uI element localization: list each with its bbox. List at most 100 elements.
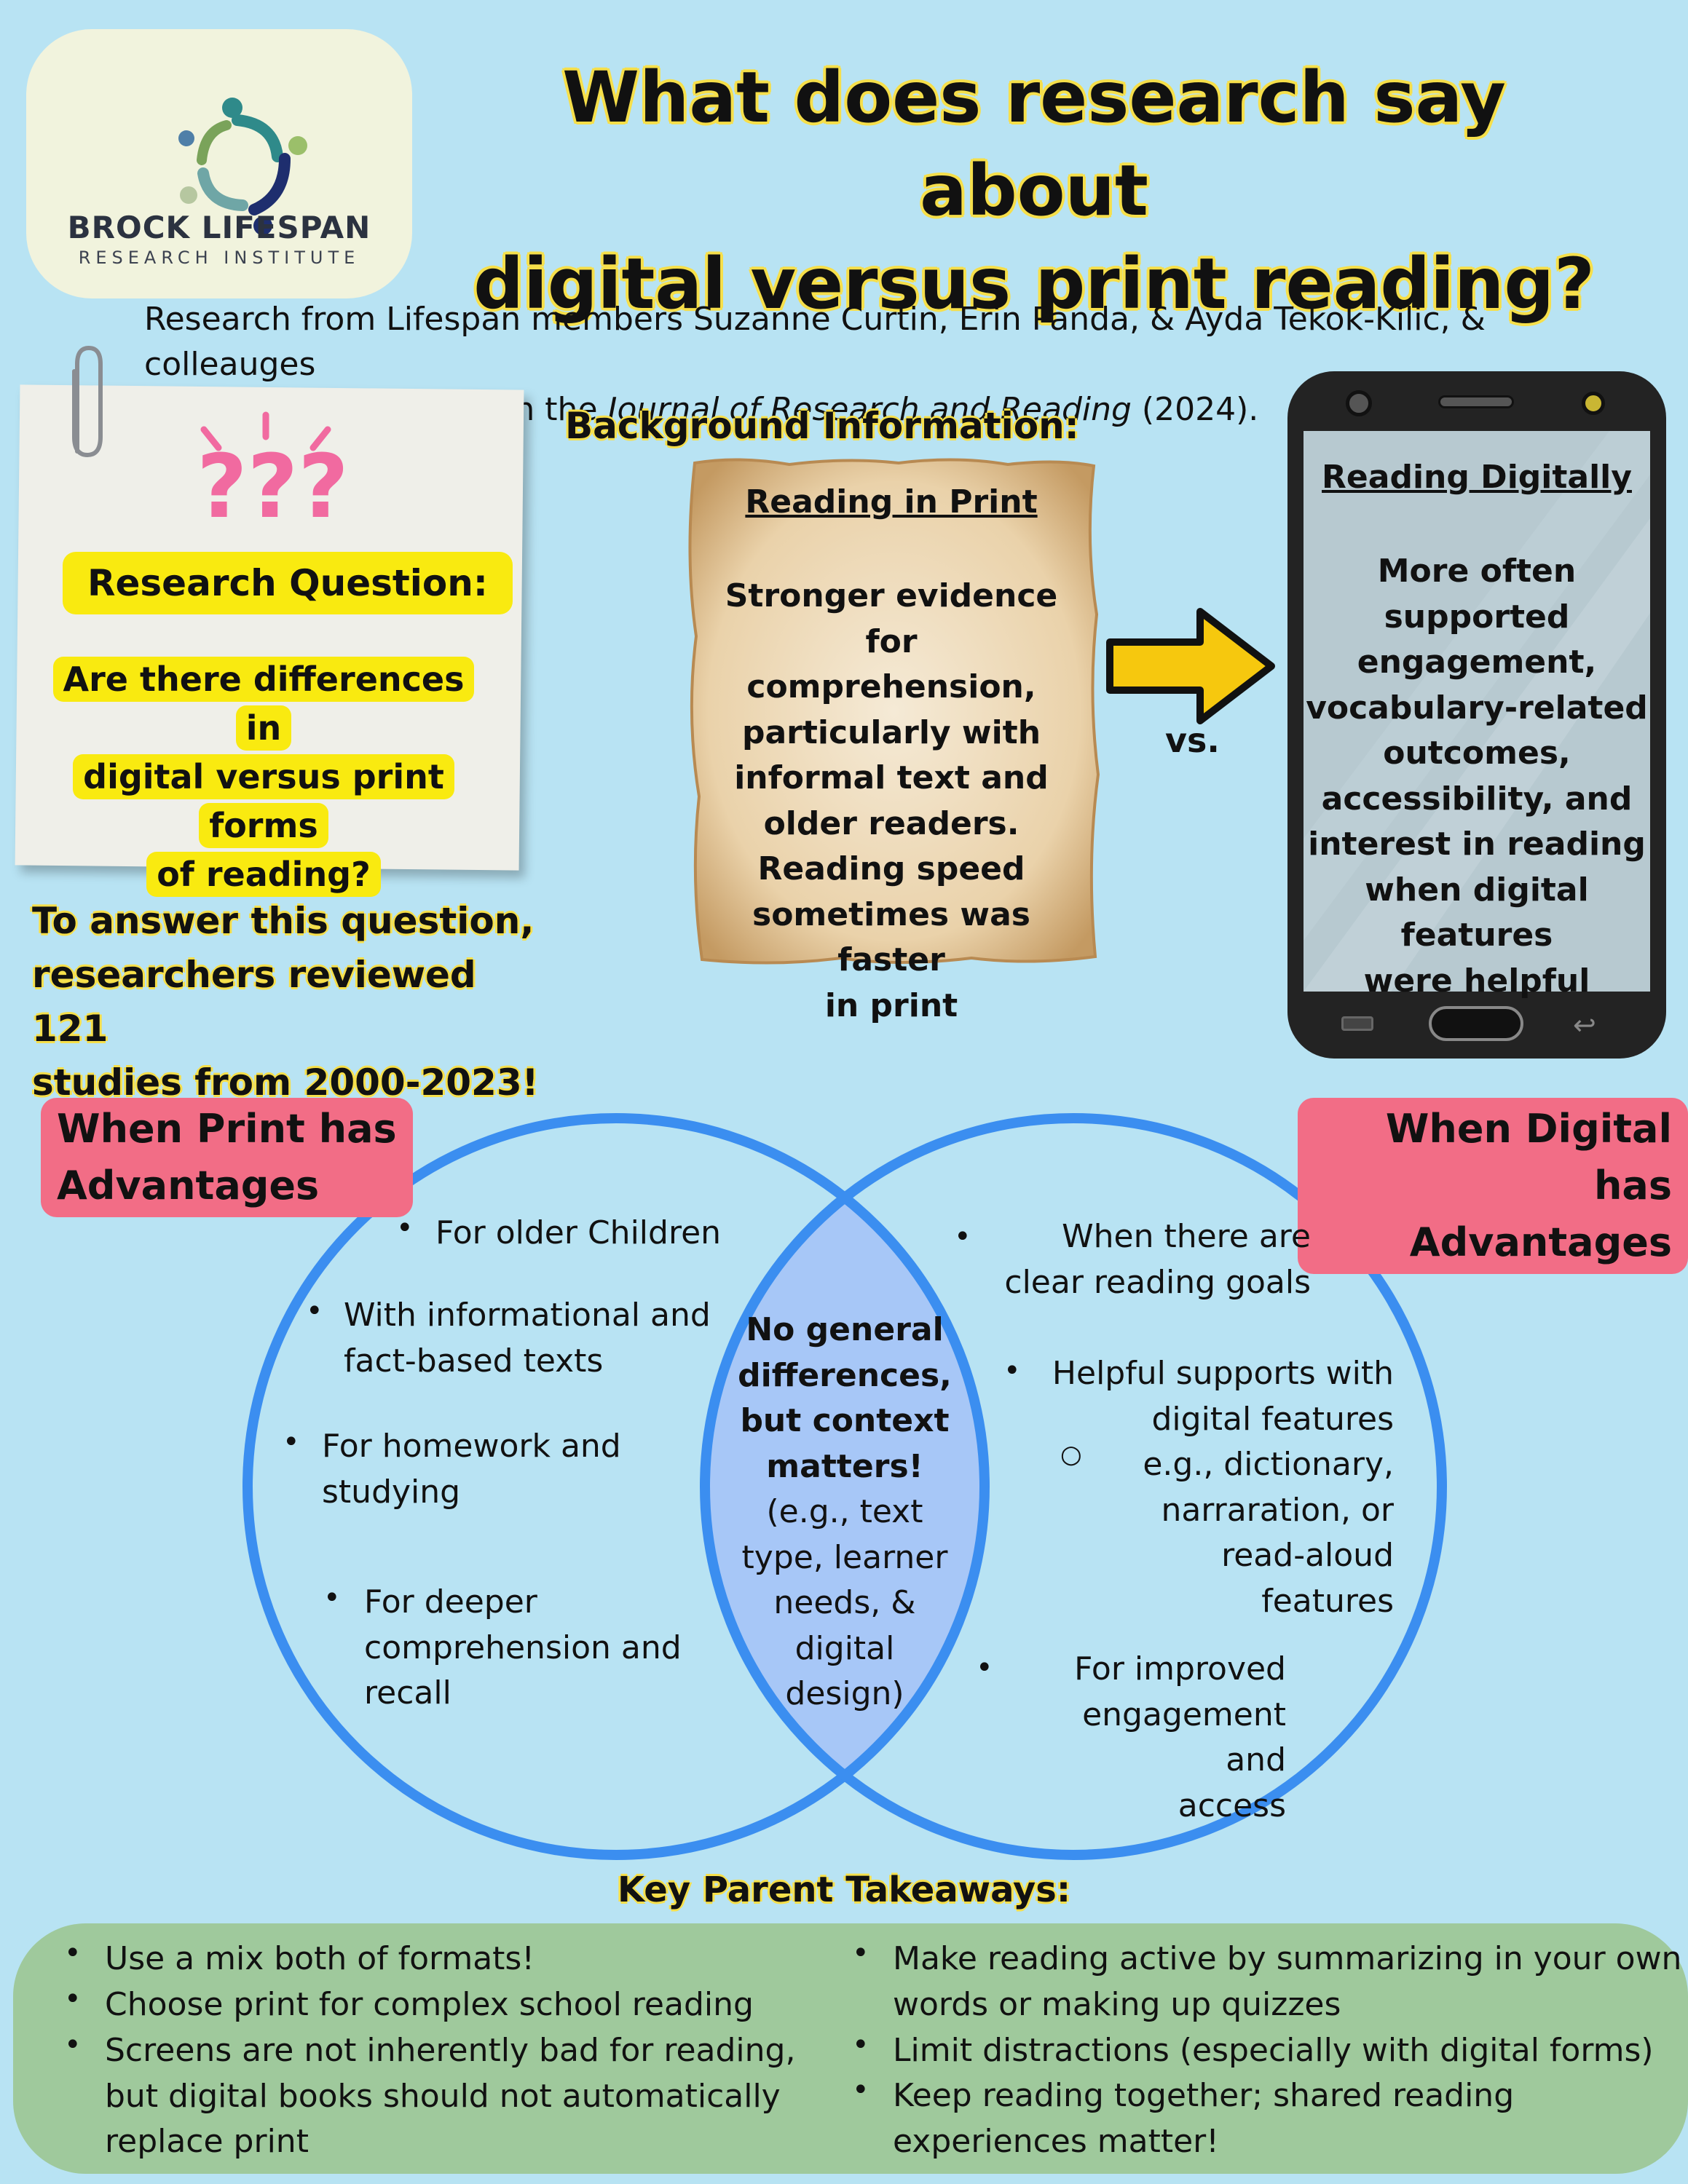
item-line: comprehension and (364, 1629, 682, 1666)
bullet-icon: • (323, 1581, 341, 1615)
digital-line: vocabulary-related (1306, 689, 1648, 727)
bullet-icon: • (852, 1936, 869, 1970)
lifespan-logo-icon (178, 98, 307, 235)
item-line: access (1178, 1787, 1286, 1824)
item-line: Limit distractions (especially with digi… (893, 2032, 1654, 2069)
takeaway-item: Keep reading together; shared reading ex… (893, 2073, 1514, 2164)
digital-advantages-heading: When Digital has Advantages (1298, 1098, 1688, 1274)
item-line: Use a mix both of formats! (105, 1940, 535, 1977)
heading-line: When Digital has (1385, 1106, 1672, 1208)
print-item: For older Children (435, 1211, 721, 1257)
print-description: Stronger evidence for comprehension, par… (698, 574, 1085, 1029)
item-line: Choose print for complex school reading (105, 1986, 754, 2023)
digital-item: For improved engagement and access (1012, 1647, 1286, 1829)
print-line: particularly with (741, 713, 1041, 751)
center-line: needs, & (773, 1584, 916, 1621)
venn-diagram (242, 1113, 1447, 1860)
digital-line: accessibility, and (1321, 780, 1633, 818)
credit-line-1: Research from Lifespan members Suzanne C… (144, 301, 1486, 383)
title-line-2: digital versus print reading? (473, 243, 1595, 325)
sub-bullet-icon: ○ (1060, 1440, 1082, 1469)
recent-apps-icon (1341, 1016, 1373, 1031)
print-line: older readers. (763, 804, 1019, 842)
home-button-icon (1429, 1006, 1523, 1041)
credit-suffix: (2024). (1131, 391, 1259, 428)
item-line: digital features (1151, 1400, 1394, 1438)
item-line: recall (364, 1674, 451, 1712)
speaker-grille (1438, 395, 1514, 408)
item-line: fact-based texts (344, 1342, 604, 1380)
paperclip-icon (72, 345, 103, 458)
bullet-icon: • (852, 2073, 869, 2107)
digital-line: engagement, (1357, 644, 1597, 681)
print-line: in print (824, 986, 958, 1024)
item-line: When there are (1062, 1218, 1311, 1255)
answer-line-3: studies from 2000-2023! (32, 1061, 539, 1104)
item-line: but digital books should not automatical… (105, 2077, 781, 2115)
digital-line: supported (1384, 598, 1570, 636)
center-line: digital (794, 1629, 895, 1667)
page-title: What does research say about digital ver… (437, 51, 1631, 331)
rq-line-3: of reading? (146, 852, 381, 897)
background-label: Background Information: (565, 405, 1079, 447)
item-line: clear reading goals (1004, 1263, 1311, 1301)
print-line: sometimes was faster (752, 895, 1030, 979)
bullet-icon: • (306, 1294, 323, 1328)
print-item: For homework and studying (322, 1424, 621, 1515)
print-line: informal text and (734, 759, 1049, 796)
center-line: No general (746, 1311, 944, 1348)
logo-name: BROCK LIFESPAN (67, 210, 371, 245)
rq-line-1: Are there differences in (52, 657, 475, 751)
takeaway-item: Limit distractions (especially with digi… (893, 2028, 1654, 2074)
item-line: studying (322, 1473, 461, 1511)
heading-line: Advantages (1409, 1219, 1672, 1265)
takeaway-item: Use a mix both of formats! (105, 1936, 535, 1982)
digital-line: when digital features (1365, 871, 1589, 954)
item-line: For improved (1074, 1650, 1286, 1688)
bullet-icon: • (852, 2028, 869, 2062)
answer-line-1: To answer this question, (32, 900, 535, 942)
front-camera-icon (1346, 390, 1372, 416)
back-icon: ↩ (1573, 1009, 1596, 1041)
print-heading: Reading in Print (745, 483, 1038, 521)
bullet-icon: • (64, 1982, 82, 2016)
heading-line: Advantages (57, 1163, 320, 1208)
bullet-icon: • (64, 2028, 82, 2062)
item-line: For homework and (322, 1428, 621, 1465)
item-line: For deeper (364, 1583, 537, 1621)
digital-line: interest in reading (1308, 826, 1646, 863)
journal-name: Journal of Research and Reading (607, 391, 1132, 428)
svg-text:???: ??? (197, 437, 349, 538)
screen-glare (1304, 431, 1650, 992)
digital-subitem: e.g., dictionary, narraration, or read-a… (1100, 1442, 1394, 1624)
item-line: words or making up quizzes (893, 1985, 1341, 2023)
bullet-icon: • (64, 1936, 82, 1970)
item-line: With informational and (344, 1297, 711, 1334)
logo-subtitle: RESEARCH INSTITUTE (78, 248, 360, 268)
digital-line: More often (1377, 553, 1577, 590)
print-advantages-heading: When Print has Advantages (41, 1098, 413, 1217)
takeaways-panel (13, 1923, 1688, 2174)
digital-circle (700, 1113, 1447, 1860)
center-line: design) (785, 1675, 904, 1712)
digital-description: More often supported engagement, vocabul… (1304, 549, 1650, 1004)
bullet-icon: • (954, 1220, 971, 1254)
takeaway-item: Choose print for complex school reading (105, 1982, 754, 2028)
takeaway-item: Make reading active by summarizing in yo… (893, 1936, 1681, 2027)
takeaway-item: Screens are not inherently bad for readi… (105, 2028, 795, 2165)
versus-label: vs. (1165, 721, 1220, 760)
item-line: For older Children (435, 1214, 722, 1251)
logo-badge: BROCK LIFESPAN RESEARCH INSTITUTE (26, 29, 412, 298)
bullet-icon: • (1003, 1354, 1021, 1388)
center-line: matters! (766, 1447, 923, 1485)
item-line: read-aloud (1221, 1537, 1394, 1574)
item-line: engagement and (1082, 1696, 1286, 1779)
print-line: Reading speed (757, 850, 1025, 887)
bullet-icon: • (283, 1425, 300, 1459)
center-line: (e.g., text (766, 1493, 923, 1530)
overlap-text: No general differences, but context matt… (721, 1307, 969, 1717)
takeaways-label: Key Parent Takeaways: (617, 1870, 1071, 1910)
question-marks-icon: ??? (197, 411, 349, 538)
print-item: For deeper comprehension and recall (364, 1580, 682, 1717)
center-line: but context (740, 1402, 950, 1439)
